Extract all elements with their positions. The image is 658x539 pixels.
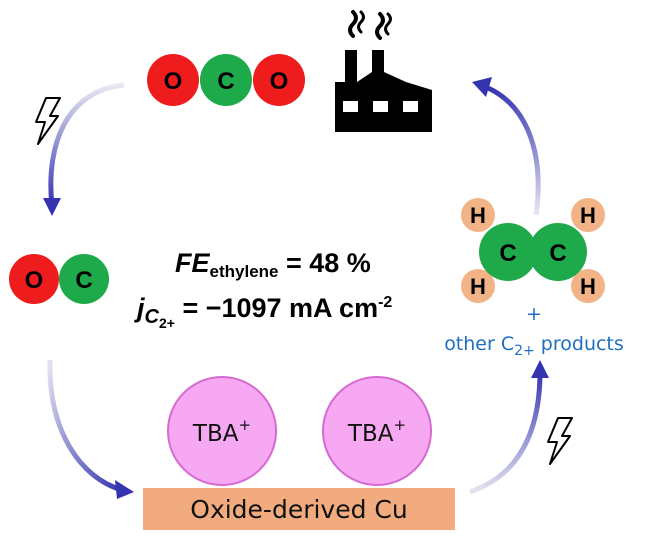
arrow-cu-to-products <box>469 371 543 495</box>
ethylene-atom-label: H <box>470 274 486 299</box>
co-molecule: O C <box>9 254 109 304</box>
products-plus: + <box>526 303 542 325</box>
ethylene-atom-label: H <box>580 274 596 299</box>
smoke-icon <box>357 10 365 34</box>
catalyst-label: Oxide-derived Cu <box>190 495 407 524</box>
co-atom-label: O <box>25 267 44 294</box>
smoke-icon <box>375 12 385 40</box>
ethylene-atom-h <box>461 198 495 232</box>
svg-text:TBA+: TBA+ <box>192 416 251 447</box>
co2-atom-o-left <box>147 54 199 106</box>
ethylene-atom-c <box>529 223 587 281</box>
co2-molecule: O C O <box>147 54 305 106</box>
co-atom-c <box>59 254 109 304</box>
products-label-sub: 2+ <box>514 343 535 359</box>
tba-charge: + <box>238 416 251 434</box>
cycle-arrow-icon <box>43 77 549 499</box>
arrowhead-co2-to-co <box>43 198 61 216</box>
tba-cation: TBA+ <box>322 376 432 486</box>
j-value: = −1097 mA cm <box>175 293 378 323</box>
other-products-label: other C2+ products <box>444 333 624 359</box>
ethylene-atom-h <box>571 198 605 232</box>
ethylene-atom-c <box>479 223 537 281</box>
j-subscript-c: C <box>145 306 160 328</box>
co2-atom-label: C <box>217 68 234 95</box>
j-subscript-num: 2+ <box>159 315 175 331</box>
co-atom-label: C <box>75 267 92 294</box>
co2-atom-label: O <box>270 68 289 95</box>
products-label-prefix: other C <box>444 333 514 355</box>
ethylene-atom-label: H <box>470 203 486 228</box>
catalyst-slab <box>143 488 455 530</box>
arrowhead-cu-to-products <box>531 360 549 378</box>
smoke-icon <box>348 10 358 38</box>
faradaic-efficiency-equation: FEethylene = 48 % <box>175 248 371 281</box>
arrow-co-to-cu <box>47 359 123 493</box>
lightning-bolt-icon <box>547 417 573 465</box>
j-exponent: -2 <box>378 294 392 311</box>
tba-charge: + <box>393 416 406 434</box>
ethylene-atom-label: C <box>549 240 566 267</box>
arrowhead-co-to-cu <box>115 480 134 499</box>
ethylene-atom-h <box>571 269 605 303</box>
tba-cation: TBA+ <box>167 376 277 486</box>
ethylene-molecule: C C H H H H <box>461 198 605 303</box>
current-density-equation: jC2+ = −1097 mA cm-2 <box>134 293 392 331</box>
ethylene-atom-label: H <box>580 203 596 228</box>
co2-atom-c <box>200 54 252 106</box>
j-symbol: j <box>134 293 145 323</box>
tba-label: TBA <box>347 421 394 447</box>
lightning-bolt-icon <box>35 97 61 145</box>
arrow-co2-to-co <box>48 82 125 207</box>
ethylene-atom-label: C <box>499 240 516 267</box>
fe-symbol: FE <box>175 248 210 278</box>
fe-subscript: ethylene <box>210 262 279 281</box>
co2-atom-label: O <box>164 68 183 95</box>
arrow-products-to-factory <box>486 85 541 216</box>
svg-text:TBA+: TBA+ <box>347 416 406 447</box>
co2-atom-o-right <box>253 54 305 106</box>
fe-value: = 48 % <box>279 248 371 278</box>
ethylene-atom-h <box>461 269 495 303</box>
factory-icon <box>335 10 432 132</box>
tba-label: TBA <box>192 421 239 447</box>
arrowhead-products-to-factory <box>472 77 492 97</box>
products-label-suffix: products <box>535 333 624 355</box>
co-atom-o <box>9 254 59 304</box>
smoke-icon <box>384 12 392 36</box>
